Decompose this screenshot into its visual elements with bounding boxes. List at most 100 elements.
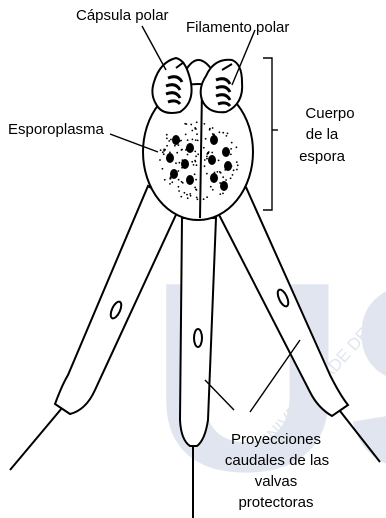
stipple-dot bbox=[168, 140, 170, 142]
stipple-dot bbox=[204, 123, 206, 125]
stipple-dot bbox=[219, 171, 221, 173]
stipple-dot bbox=[206, 196, 208, 198]
stipple-dot bbox=[174, 145, 176, 147]
stipple-dot bbox=[212, 189, 214, 191]
stipple-dot bbox=[210, 186, 212, 188]
stipple-dot bbox=[196, 121, 198, 123]
stipple-dot bbox=[206, 173, 208, 175]
stipple-dot bbox=[225, 179, 227, 181]
label-esporoplasma: Esporoplasma bbox=[8, 121, 105, 138]
stipple-dot bbox=[219, 193, 221, 195]
stipple-dot bbox=[194, 160, 196, 162]
stipple-dot bbox=[211, 152, 213, 154]
stipple-dot bbox=[178, 170, 180, 172]
stipple-dot bbox=[193, 164, 195, 166]
stipple-dot bbox=[166, 138, 168, 140]
stipple-dot bbox=[217, 171, 219, 173]
stipple-dot bbox=[222, 132, 224, 134]
cuerpo-bracket bbox=[263, 58, 272, 210]
stipple-dot bbox=[212, 127, 214, 129]
stipple-dot bbox=[227, 133, 229, 135]
stipple-dot bbox=[197, 153, 199, 155]
stipple-dot bbox=[175, 162, 177, 164]
label-proyecciones-line1: Proyecciones bbox=[231, 431, 321, 448]
stipple-dot bbox=[236, 161, 238, 163]
stipple-dot bbox=[195, 179, 197, 181]
stipple-dot bbox=[192, 139, 194, 141]
stipple-dot bbox=[203, 147, 205, 149]
stipple-dot bbox=[208, 151, 210, 153]
stipple-dot bbox=[231, 142, 233, 144]
stipple-dot bbox=[163, 153, 165, 155]
spore-body bbox=[143, 58, 253, 220]
left-caudal-filament bbox=[10, 408, 62, 470]
stipple-dot bbox=[194, 187, 196, 189]
stipple-dot bbox=[187, 197, 189, 199]
stipple-dot bbox=[233, 169, 235, 171]
stipple-dot bbox=[181, 149, 183, 151]
middle-projection-nucleus bbox=[194, 329, 202, 347]
label-cuerpo-line2: de la bbox=[306, 126, 339, 143]
stipple-dot bbox=[166, 134, 168, 136]
stipple-dot bbox=[196, 197, 198, 199]
stipple-dot bbox=[195, 189, 197, 191]
stipple-dot bbox=[190, 195, 192, 197]
stipple-dot bbox=[204, 159, 206, 161]
stipple-dot bbox=[190, 124, 192, 126]
label-cuerpo-line1: Cuerpo bbox=[305, 105, 354, 122]
stipple-dot bbox=[212, 133, 214, 135]
stipple-dot bbox=[179, 162, 181, 164]
stipple-dot bbox=[169, 183, 171, 185]
stipple-dot bbox=[222, 193, 224, 195]
label-capsula-polar: Cápsula polar bbox=[76, 7, 169, 24]
stipple-dot bbox=[171, 181, 173, 183]
stipple-dot bbox=[166, 145, 168, 147]
stipple-dot bbox=[181, 181, 183, 183]
stipple-dot bbox=[191, 161, 193, 163]
label-cuerpo-line3: espora bbox=[299, 148, 346, 165]
stipple-dot bbox=[203, 198, 205, 200]
stipple-dot bbox=[222, 176, 224, 178]
label-filamento-polar: Filamento polar bbox=[186, 19, 289, 36]
leader-capsula-polar bbox=[142, 26, 166, 70]
stipple-dot bbox=[194, 151, 196, 153]
label-proyecciones-line2: caudales de las bbox=[225, 452, 329, 469]
stipple-dot bbox=[185, 134, 187, 136]
stipple-dot bbox=[159, 159, 161, 161]
stipple-dot bbox=[230, 177, 232, 179]
stipple-dot bbox=[196, 164, 198, 166]
stipple-dot bbox=[194, 128, 196, 130]
stipple-dot bbox=[178, 179, 180, 181]
stipple-dot bbox=[197, 140, 199, 142]
stipple-dot bbox=[195, 139, 197, 141]
stipple-dot bbox=[206, 156, 208, 158]
stipple-dot bbox=[218, 160, 220, 162]
stipple-dot bbox=[194, 173, 196, 175]
stipple-dot bbox=[196, 133, 198, 135]
stipple-dot bbox=[186, 194, 188, 196]
stipple-dot bbox=[197, 198, 199, 200]
stipple-dot bbox=[160, 149, 162, 151]
stipple-dot bbox=[162, 168, 164, 170]
stipple-dot bbox=[162, 151, 164, 153]
stipple-dot bbox=[230, 154, 232, 156]
stipple-dot bbox=[236, 169, 238, 171]
stipple-dot bbox=[176, 152, 178, 154]
stipple-dot bbox=[186, 123, 188, 125]
stipple-dot bbox=[164, 179, 166, 181]
stipple-dot bbox=[226, 135, 228, 137]
stipple-dot bbox=[232, 174, 234, 176]
stipple-dot bbox=[230, 148, 232, 150]
stipple-dot bbox=[204, 165, 206, 167]
leader-filamento-polar bbox=[232, 30, 255, 85]
stipple-dot bbox=[191, 130, 193, 132]
stipple-dot bbox=[184, 192, 186, 194]
stipple-dot bbox=[189, 193, 191, 195]
stipple-dot bbox=[180, 196, 182, 198]
stipple-dot bbox=[178, 190, 180, 192]
label-proyecciones-line4: protectoras bbox=[238, 494, 313, 511]
stipple-dot bbox=[187, 139, 189, 141]
stipple-dot bbox=[178, 186, 180, 188]
stipple-dot bbox=[236, 146, 238, 148]
